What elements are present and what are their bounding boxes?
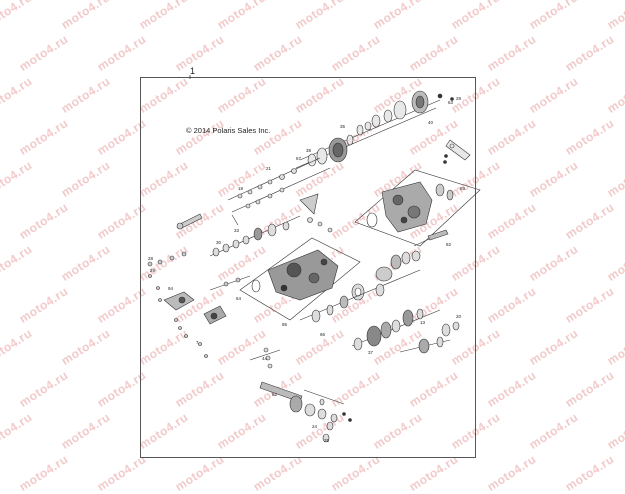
- svg-text:30: 30: [216, 240, 222, 245]
- svg-text:37: 37: [368, 350, 374, 355]
- upper-gear-shaft-group: [295, 90, 454, 169]
- right-housing: [381, 181, 433, 233]
- copyright-text: © 2014 Polaris Sales Inc.: [186, 126, 271, 135]
- svg-text:33: 33: [234, 228, 240, 233]
- svg-text:82: 82: [446, 242, 452, 247]
- bottom-shaft-group: [249, 347, 352, 443]
- gear-medium: [393, 100, 407, 120]
- svg-text:20: 20: [456, 314, 462, 319]
- upper-left-fasteners: [227, 157, 331, 226]
- lower-middle-gears: [299, 229, 449, 323]
- svg-text:7: 7: [196, 340, 199, 345]
- assembly-number: 1: [190, 66, 196, 76]
- middle-parts-row: [209, 215, 333, 257]
- right-housing-group: [354, 169, 481, 247]
- svg-text:62: 62: [272, 392, 278, 397]
- svg-text:29: 29: [150, 268, 156, 273]
- svg-text:28: 28: [456, 96, 462, 101]
- diagram-frame: [140, 77, 476, 458]
- sensor-part-group: [443, 139, 471, 164]
- svg-text:44: 44: [262, 356, 268, 361]
- svg-text:83: 83: [460, 186, 466, 191]
- svg-text:35: 35: [340, 124, 346, 129]
- svg-text:38: 38: [306, 148, 312, 153]
- lower-right-gear-cluster: [351, 308, 460, 354]
- svg-text:21: 21: [266, 166, 272, 171]
- svg-text:63: 63: [448, 100, 454, 105]
- left-fastener-column: [147, 251, 251, 358]
- svg-text:40: 40: [428, 120, 434, 125]
- svg-text:25: 25: [324, 438, 330, 443]
- svg-text:18: 18: [238, 186, 244, 191]
- svg-text:13: 13: [420, 320, 426, 325]
- svg-text:66: 66: [320, 332, 326, 337]
- seal-ring: [366, 212, 378, 228]
- svg-text:86: 86: [282, 322, 288, 327]
- left-housing-box: [239, 237, 361, 321]
- gear-cluster-main: [366, 325, 382, 347]
- left-housing-group: [239, 237, 365, 321]
- shift-shaft: [176, 213, 203, 230]
- svg-text:28: 28: [148, 256, 154, 261]
- flange: [375, 266, 393, 282]
- svg-text:94: 94: [168, 286, 174, 291]
- left-housing: [267, 249, 339, 301]
- svg-text:67: 67: [296, 156, 302, 161]
- svg-text:24: 24: [312, 424, 318, 429]
- svg-text:54: 54: [236, 296, 242, 301]
- right-housing-box: [354, 169, 481, 247]
